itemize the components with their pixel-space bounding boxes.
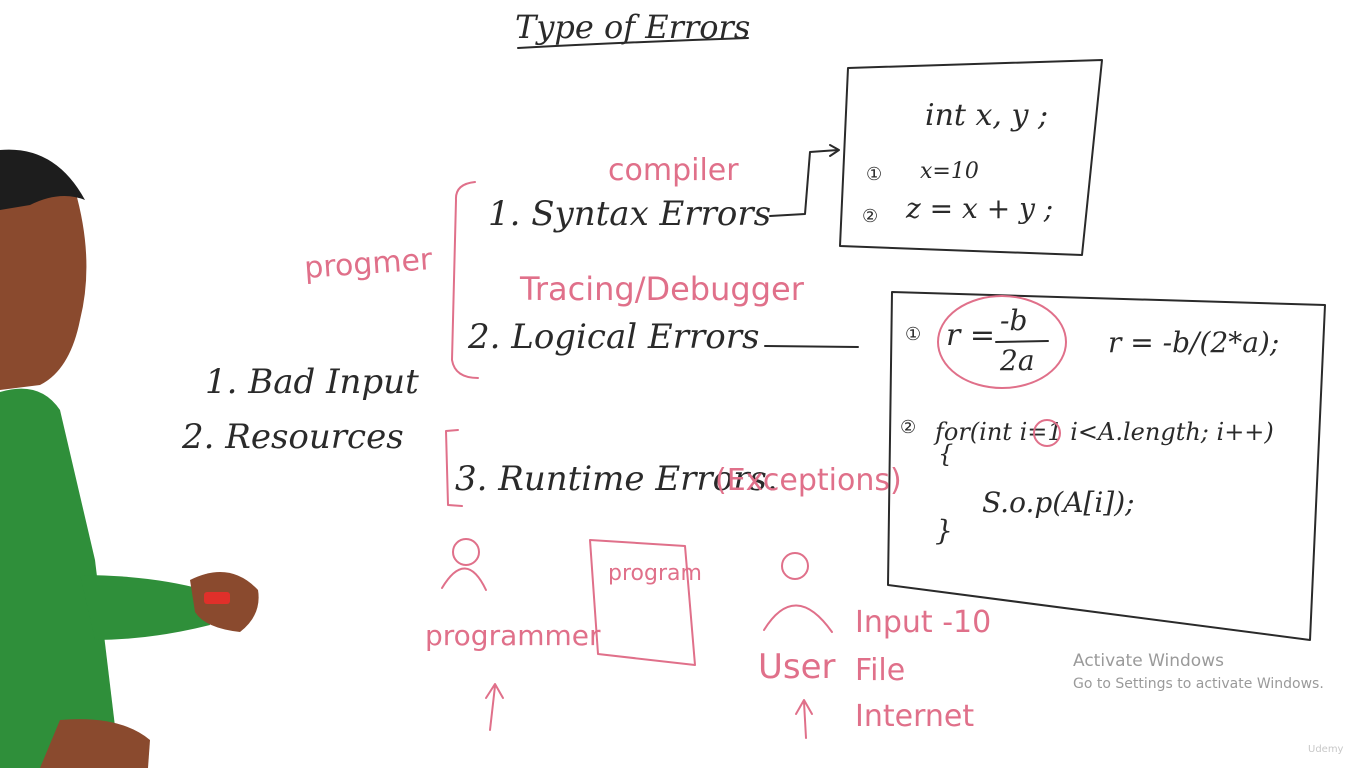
exceptions-annotation: (Exceptions)	[715, 463, 902, 498]
title-underline	[517, 37, 749, 49]
logic-item1-marker: ①	[905, 324, 921, 345]
cause-resources: 2. Resources	[181, 417, 404, 457]
error-group-bracket	[451, 181, 479, 379]
instructor-figure	[0, 149, 259, 768]
program-box-label: program	[608, 561, 702, 586]
formula-circle	[937, 295, 1067, 389]
instructor-arm	[80, 575, 210, 640]
loop-open-brace: {	[938, 440, 953, 468]
loop-close-brace: }	[935, 514, 953, 547]
user-figure-head	[781, 552, 809, 580]
syntax-declaration: int x, y ;	[925, 98, 1048, 133]
logic-code-line1: r = -b/(2*a);	[1108, 326, 1279, 359]
instructor-lower-hand	[40, 719, 150, 768]
user-input-item: Internet	[855, 699, 974, 734]
programmer-figure-body	[441, 567, 487, 591]
instructor-head	[0, 163, 87, 390]
udemy-logo: Udemy	[1308, 744, 1344, 755]
programmer-margin-label: progmer	[303, 242, 434, 286]
instructor-hair	[0, 149, 85, 210]
program-box	[589, 539, 696, 666]
runtime-errors-label: 3. Runtime Errors.	[455, 459, 778, 499]
syntax-example-box	[839, 59, 1103, 256]
loop-header: for(int i=1 i<A.length; i++)	[933, 418, 1274, 446]
user-label: User	[758, 647, 836, 687]
user-input-item: File	[855, 653, 905, 688]
syntax-arrow	[769, 149, 839, 217]
cause-bad-input: 1. Bad Input	[205, 362, 419, 402]
compiler-annotation: compiler	[608, 153, 739, 188]
logical-line	[764, 345, 859, 348]
activate-windows-subtitle: Go to Settings to activate Windows.	[1073, 676, 1324, 692]
syntax-line1-marker: ①	[866, 164, 882, 185]
syntax-line2: z = x + y ;	[905, 192, 1053, 225]
logic-item2-marker: ②	[900, 417, 916, 438]
syntax-line2-marker: ②	[862, 206, 878, 227]
loop-init-circle	[1033, 419, 1061, 447]
marker-pen	[204, 592, 230, 604]
formula-denominator: 2a	[999, 344, 1035, 377]
activate-windows-title: Activate Windows	[1073, 651, 1224, 671]
formula-fraction-bar	[995, 340, 1049, 343]
programmer-figure-head	[452, 538, 480, 566]
user-arrow	[795, 699, 813, 739]
formula-numerator: -b	[1000, 304, 1027, 337]
user-input-item: Input -10	[855, 605, 991, 640]
logic-example-box	[887, 291, 1326, 641]
loop-body: S.o.p(A[i]);	[982, 486, 1135, 519]
syntax-errors-label: 1. Syntax Errors	[488, 194, 771, 234]
tracing-debugger-annotation: Tracing/Debugger	[519, 270, 805, 308]
runtime-bracket	[445, 429, 463, 507]
user-figure-body	[763, 604, 833, 633]
board-title: Type of Errors	[515, 8, 750, 46]
logical-errors-label: 2. Logical Errors	[467, 317, 759, 357]
programmer-arrow	[485, 683, 504, 731]
syntax-line1: x=10	[920, 159, 979, 184]
instructor-shirt	[0, 388, 120, 768]
syntax-arrow-head	[829, 144, 840, 157]
programmer-label: programmer	[425, 619, 601, 652]
formula-lhs: r =	[946, 318, 995, 353]
